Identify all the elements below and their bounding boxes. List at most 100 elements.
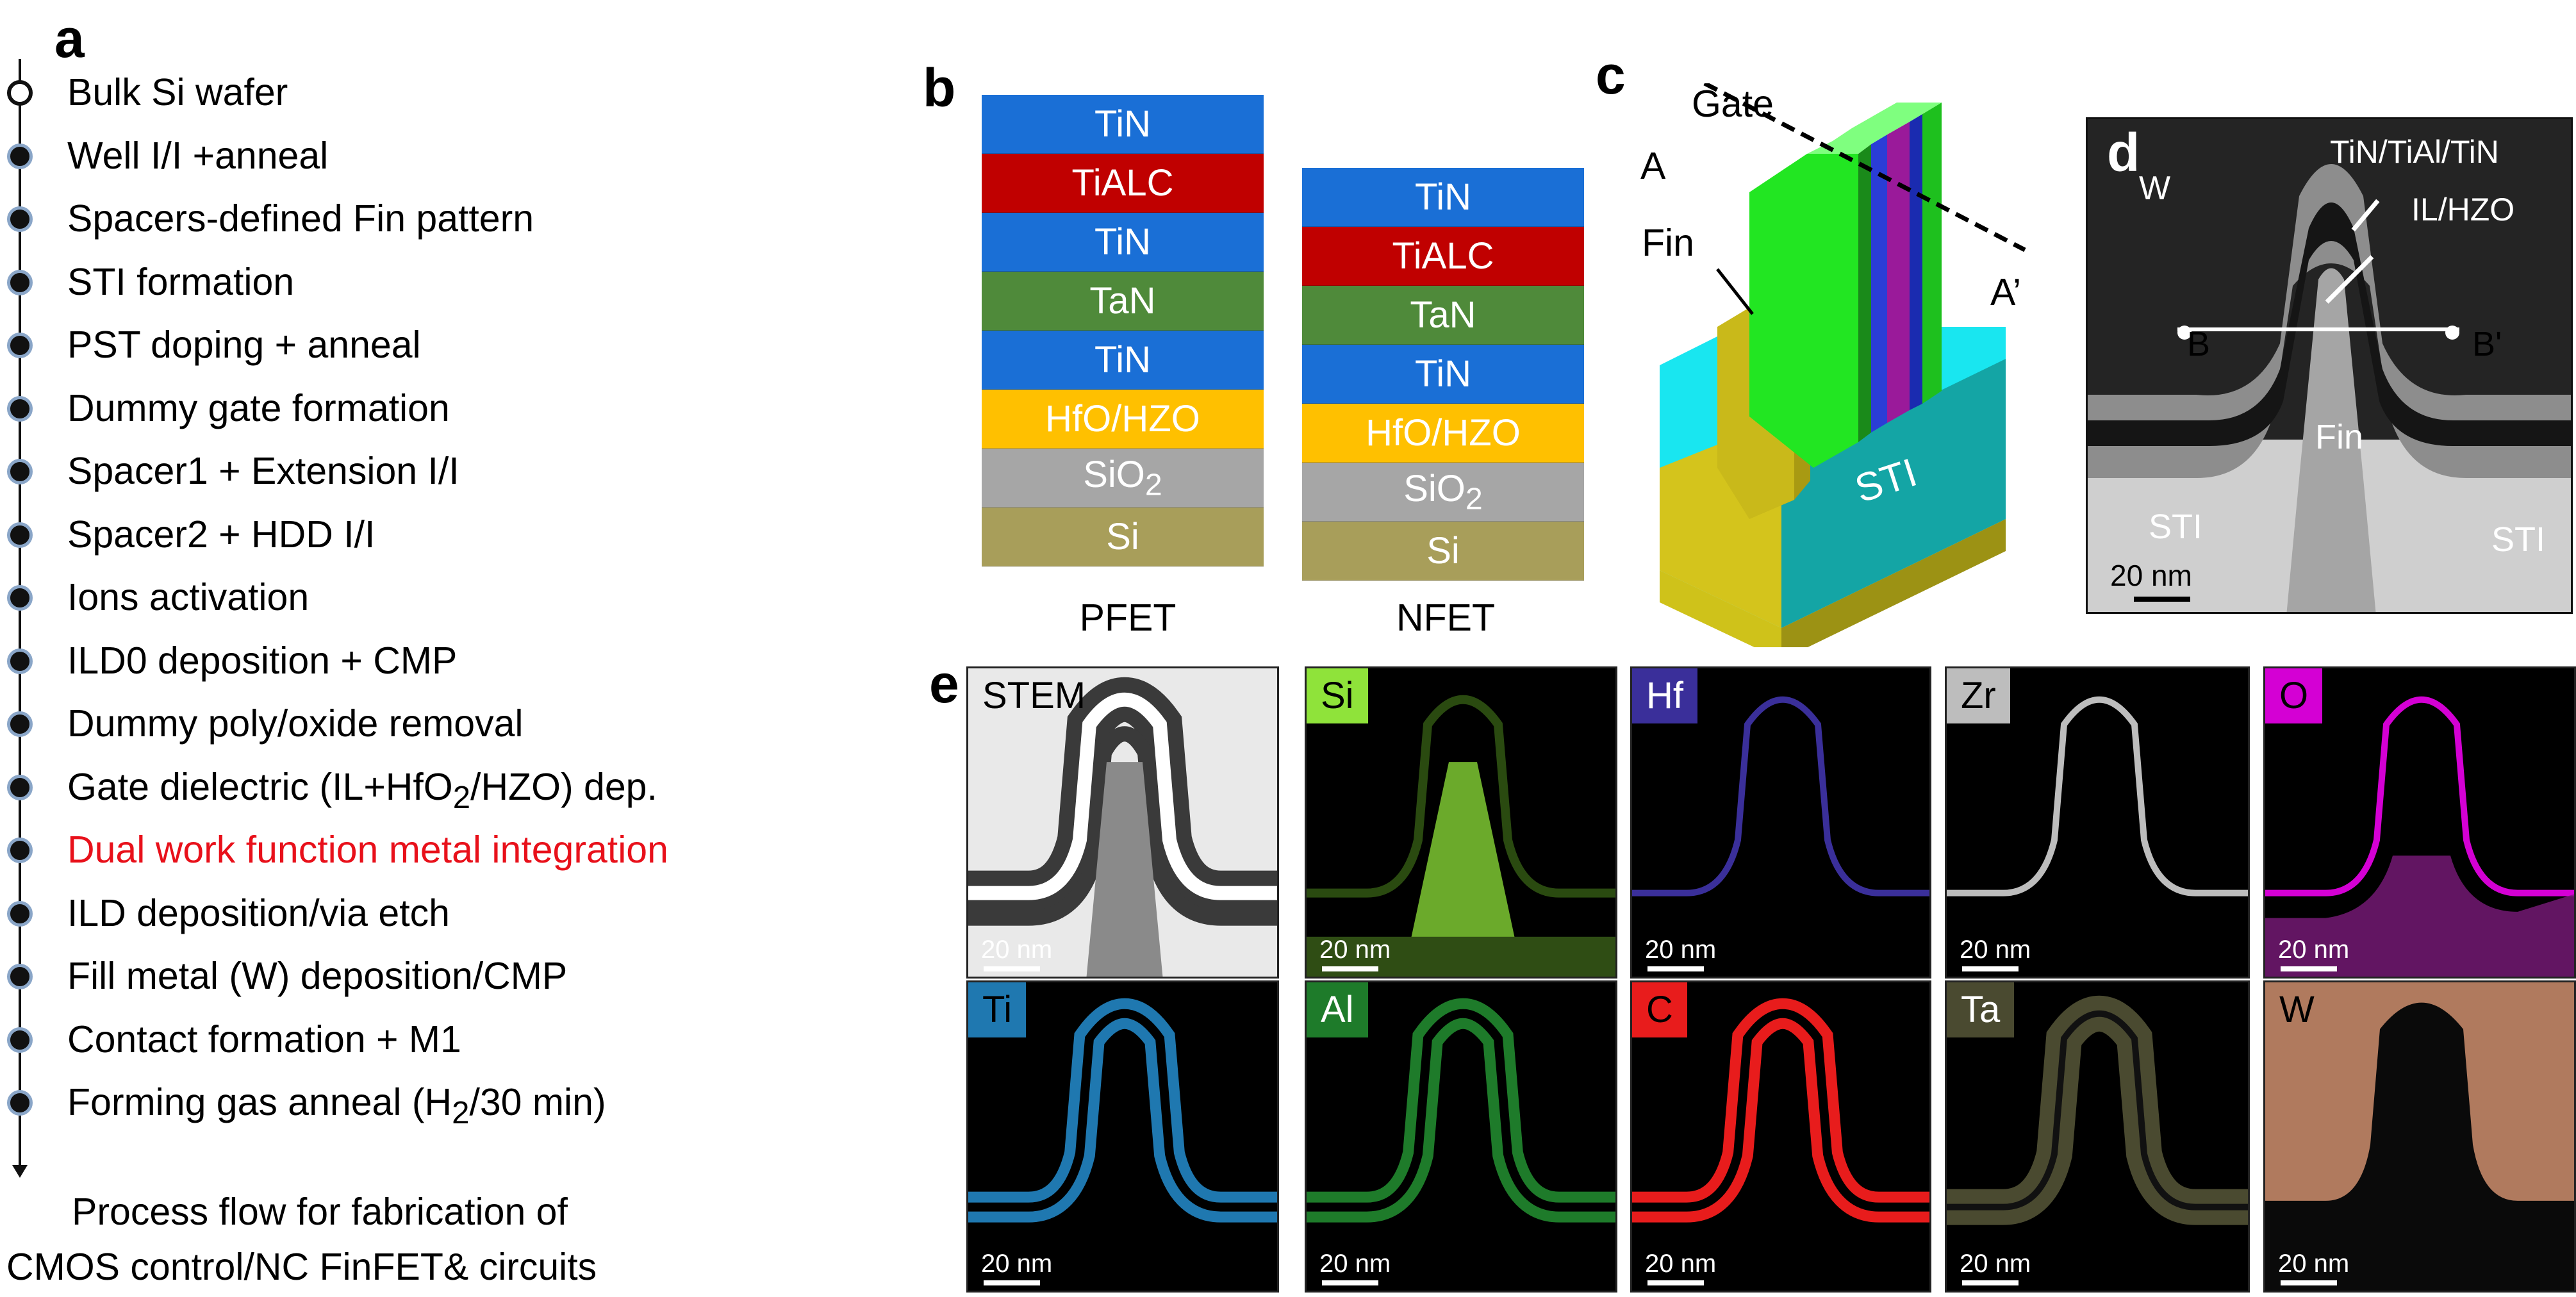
nfet-layer-label: Si	[1426, 530, 1460, 572]
nfet-layer-label: TaN	[1410, 294, 1476, 336]
process-step-marker-open	[7, 80, 33, 106]
process-step-text: Dual work function metal integration	[67, 829, 668, 871]
scale-bar	[984, 966, 1040, 971]
nfet-layer: TiN	[1302, 168, 1584, 227]
pfet-label: PFET	[1079, 597, 1177, 639]
pfet-layer: TiN	[982, 95, 1264, 154]
pfet-layer: TiN	[982, 213, 1264, 272]
pfet-layer: HfO/HZO	[982, 390, 1264, 449]
process-step-marker	[7, 333, 33, 358]
gate-purple-layer	[1887, 122, 1910, 423]
scale-label: 20 nm	[1960, 1250, 2031, 1278]
sti-front-face	[1781, 359, 2006, 628]
pfet-layer-label: TiALC	[1071, 162, 1174, 204]
process-step-marker	[7, 648, 33, 674]
process-step-text: Spacer1 + Extension I/I	[67, 450, 459, 492]
process-step-text: Contact formation + M1	[67, 1018, 461, 1061]
scale-bar-d	[2134, 597, 2190, 602]
eds-element-tag: Si	[1307, 668, 1368, 723]
eds-map-ta: Ta 20 nm	[1945, 980, 2250, 1293]
nfet-layer-label: TiN	[1414, 176, 1472, 218]
scale-bar	[1322, 1280, 1378, 1285]
scale-label: 20 nm	[1645, 936, 1717, 964]
nfet-label: NFET	[1396, 597, 1496, 639]
scale-label: 20 nm	[981, 936, 1053, 964]
fin-label: Fin	[1642, 222, 1694, 264]
fin-pointer	[1716, 268, 1754, 315]
eds-element-tag: Hf	[1632, 668, 1697, 723]
eds-element-tag: Ta	[1947, 982, 2015, 1037]
process-step-text: Spacer2 + HDD I/I	[67, 513, 376, 556]
dielectric-label: IL/HZO	[2411, 192, 2515, 227]
a-label: A	[1640, 145, 1666, 187]
pfet-layer: TiALC	[982, 154, 1264, 213]
process-step-marker	[7, 964, 33, 989]
gate-label: Gate	[1692, 83, 1774, 125]
process-step-marker	[7, 143, 33, 169]
process-step-text: Fill metal (W) deposition/CMP	[67, 955, 568, 997]
sti-right-label: STI	[2491, 520, 2546, 559]
pfet-layer-label: SiO2	[1083, 453, 1162, 502]
process-step-text: Ions activation	[67, 576, 310, 618]
eds-element-tag: O	[2265, 668, 2323, 723]
scale-bar	[1647, 1280, 1704, 1285]
process-step-marker	[7, 838, 33, 863]
scale-label: 20 nm	[2278, 1250, 2350, 1278]
scale-label-d: 20 nm	[2110, 559, 2192, 592]
eds-map-hf: Hf 20 nm	[1630, 666, 1931, 979]
process-step-marker	[7, 206, 33, 232]
process-step-marker	[7, 585, 33, 611]
scale-label: 20 nm	[1960, 936, 2031, 964]
pfet-layer: TiN	[982, 331, 1264, 390]
process-step-text: Spacers-defined Fin pattern	[67, 197, 534, 240]
panel-label-a: a	[54, 8, 85, 69]
eds-element-tag: STEM	[982, 675, 1086, 716]
process-step-marker	[7, 459, 33, 484]
nfet-layer: SiO2	[1302, 463, 1584, 522]
w-label: W	[2139, 170, 2171, 207]
pfet-layer: TaN	[982, 272, 1264, 331]
tem-image-d: d W TiN/TiAl/TiN IL/HZO B B' Fin STI STI…	[2086, 117, 2573, 614]
process-flow-arrow-line	[19, 59, 21, 1168]
process-step-text: STI formation	[67, 260, 295, 303]
eds-map-w: W 20 nm	[2263, 980, 2576, 1293]
process-step-text: Forming gas anneal (H2/30 min)	[67, 1081, 606, 1130]
pfet-layer-label: TaN	[1089, 280, 1156, 322]
nfet-layer: TaN	[1302, 286, 1584, 345]
gate-green-front	[1749, 154, 1858, 468]
eds-element-tag: Ti	[968, 982, 1027, 1037]
scale-bar	[1322, 966, 1378, 971]
process-step-marker	[7, 522, 33, 548]
nfet-layer: TiN	[1302, 345, 1584, 404]
process-step-marker	[7, 711, 33, 737]
b-prime-label: B'	[2472, 325, 2502, 363]
scale-bar	[2281, 1280, 2337, 1285]
nfet-layer-label: SiO2	[1403, 467, 1483, 516]
nfet-layer: Si	[1302, 522, 1584, 581]
panel-label-d: d	[2107, 122, 2140, 183]
eds-element-tag: C	[1632, 982, 1687, 1037]
cut-line-aa	[1703, 83, 2026, 252]
process-step-marker	[7, 774, 33, 800]
nfet-layer-label: TiN	[1414, 353, 1472, 395]
eds-map-si: Si 20 nm	[1305, 666, 1617, 979]
eds-map-zr: Zr 20 nm	[1945, 666, 2250, 979]
process-step-marker	[7, 1027, 33, 1053]
pfet-layer-label: Si	[1106, 516, 1139, 558]
eds-element-tag: W	[2265, 982, 2329, 1037]
process-flow-arrow-head	[12, 1165, 28, 1178]
scale-bar	[984, 1280, 1040, 1285]
scale-label: 20 nm	[1319, 936, 1391, 964]
process-step-text: ILD0 deposition + CMP	[67, 639, 458, 682]
nfet-layer: HfO/HZO	[1302, 404, 1584, 463]
pfet-layer-label: TiN	[1094, 103, 1152, 145]
nfet-layer-label: HfO/HZO	[1366, 412, 1521, 454]
scale-bar	[1962, 1280, 2019, 1285]
eds-element-tag: Zr	[1947, 668, 2010, 723]
panel-label-b: b	[923, 58, 956, 118]
sti-left-label: STI	[2149, 508, 2203, 546]
process-step-text: Dummy gate formation	[67, 386, 450, 429]
